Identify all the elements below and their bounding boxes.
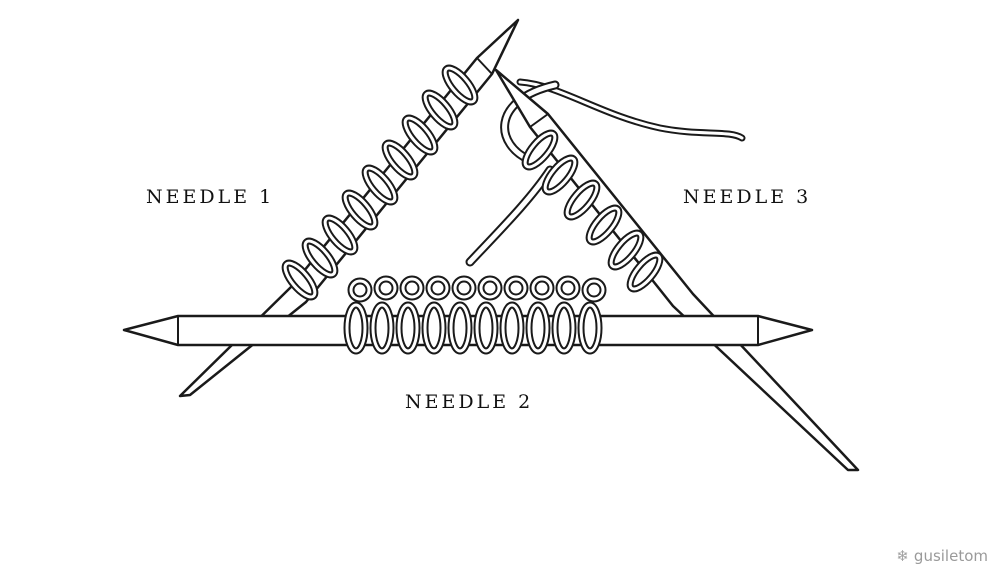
- needle-3-shaft: [494, 68, 860, 472]
- needle-2-top-chain: [351, 279, 603, 299]
- snowflake-icon: ❄: [896, 547, 909, 565]
- watermark-text: gusiletom: [913, 547, 988, 565]
- watermark: ❄ gusiletom: [896, 547, 988, 565]
- needle-3-stitches: [520, 129, 664, 293]
- needle-3-label: NEEDLE 3: [683, 186, 812, 208]
- needle-1-label: NEEDLE 1: [146, 186, 275, 208]
- needle-2-label: NEEDLE 2: [405, 391, 534, 413]
